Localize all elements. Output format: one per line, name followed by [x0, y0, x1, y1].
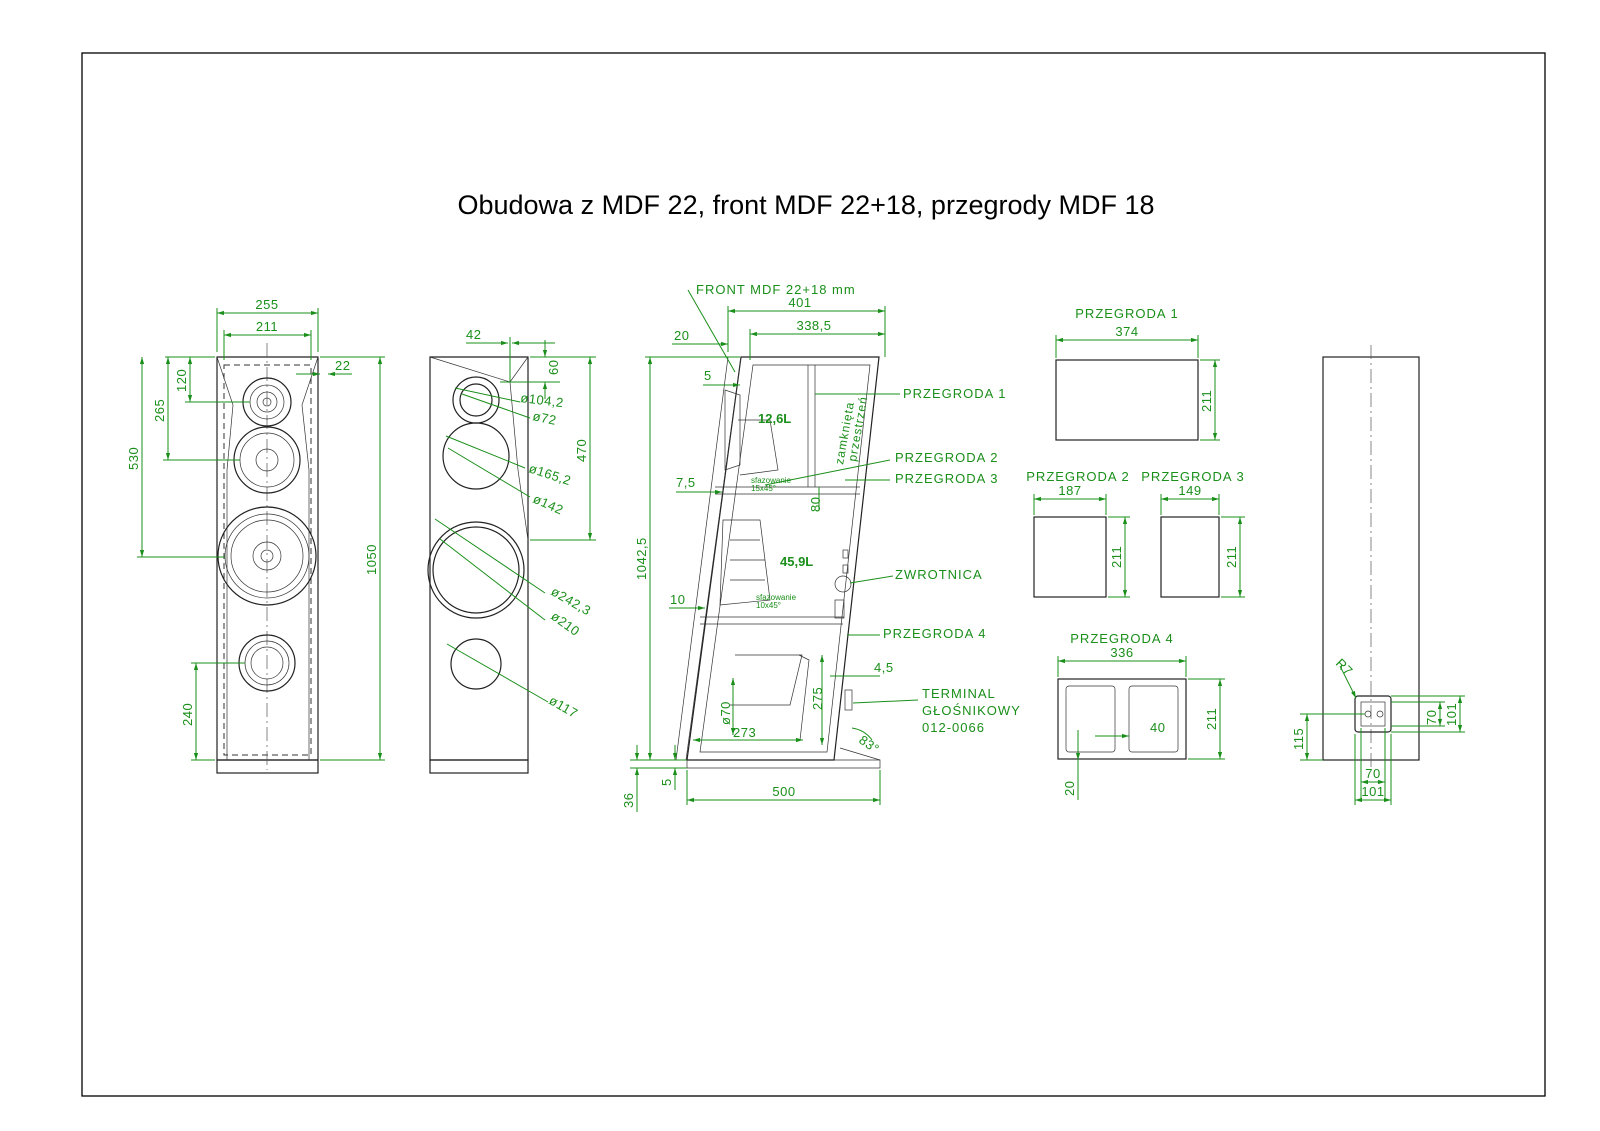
- label-przegroda-4: PRZEGRODA 4: [883, 626, 986, 641]
- dim-p2-width: 187: [1058, 483, 1081, 498]
- terminal-line1: TERMINAL: [922, 686, 996, 701]
- dim-p3-width: 149: [1178, 483, 1201, 498]
- dim-p4-height: 211: [1204, 708, 1219, 730]
- dim-side-4_5: 4,5: [874, 660, 894, 675]
- dim-p1-width: 374: [1115, 324, 1138, 339]
- front-panel-view: ø104,2 ø72 ø165,2 ø142 ø242,3 ø210 ø117 …: [427, 327, 596, 774]
- partition-4-detail: PRZEGRODA 4 336 40 20 211: [1057, 631, 1225, 800]
- dim-side-5b: 5: [659, 778, 674, 786]
- chamfer-top-2: 15x45°: [751, 484, 776, 493]
- partition-3-detail: PRZEGRODA 3 149 211: [1141, 469, 1245, 598]
- rear-view: R7 70 101 115 70 101: [1291, 345, 1465, 805]
- dim-panel-42: 42: [466, 327, 481, 342]
- dim-rear-115: 115: [1291, 728, 1306, 750]
- dim-side-36: 36: [621, 793, 636, 808]
- dim-front-1050: 1050: [364, 544, 379, 575]
- dim-panel-470: 470: [574, 439, 589, 462]
- svg-text:PRZEGRODA 2: PRZEGRODA 2: [1026, 469, 1129, 484]
- dim-rear-70-horizontal: 70: [1365, 766, 1380, 781]
- dim-p2-height: 211: [1109, 546, 1124, 568]
- dim-dia-117: ø117: [547, 693, 581, 721]
- dim-p4-width: 336: [1110, 645, 1133, 660]
- svg-text:PRZEGRODA 3: PRZEGRODA 3: [1141, 469, 1244, 484]
- partition-2-detail: PRZEGRODA 2 187 211: [1026, 469, 1130, 598]
- dim-rear-101-vertical: 101: [1444, 703, 1459, 726]
- dim-dia-165: ø165,2: [527, 461, 573, 489]
- label-zwrotnica: ZWROTNICA: [895, 567, 983, 582]
- dim-side-1042: 1042,5: [634, 537, 649, 580]
- terminal-line2: GŁOŚNIKOWY: [922, 703, 1021, 718]
- label-przegroda-2: PRZEGRODA 2: [895, 450, 998, 465]
- label-przegroda-1: PRZEGRODA 1: [903, 386, 1006, 401]
- drawing-title: Obudowa z MDF 22, front MDF 22+18, przeg…: [457, 190, 1154, 220]
- dim-side-10: 10: [670, 592, 685, 607]
- dim-side-500: 500: [772, 784, 795, 799]
- partition-1-detail: PRZEGRODA 1 374 211: [1055, 306, 1220, 441]
- volume-mid: 45,9L: [780, 554, 813, 569]
- chamfer-top-1: sfazowanie: [751, 476, 792, 485]
- dim-side-angle: 83°: [856, 732, 882, 756]
- dim-p3-height: 211: [1224, 546, 1239, 568]
- dim-side-275: 275: [810, 687, 825, 710]
- woofer: [217, 506, 317, 606]
- dim-side-273: 273: [733, 725, 756, 740]
- dim-front-width-inner: 211: [256, 319, 278, 334]
- dim-front-240: 240: [180, 703, 195, 726]
- dim-front-edge: 22: [335, 358, 350, 373]
- chamfer-mid-2: 10x45°: [756, 601, 781, 610]
- label-przegroda-3: PRZEGRODA 3: [895, 471, 998, 486]
- dim-p1-height: 211: [1199, 390, 1214, 412]
- terminal-line3: 012-0066: [922, 720, 985, 735]
- dim-dia-142: ø142: [531, 491, 566, 518]
- dim-rear-70-vertical: 70: [1424, 710, 1439, 725]
- dim-side-338: 338,5: [796, 318, 831, 333]
- chamfer-mid-1: sfazowanie: [756, 593, 797, 602]
- svg-text:PRZEGRODA 4: PRZEGRODA 4: [1070, 631, 1173, 646]
- dim-rear-101-horizontal: 101: [1361, 784, 1384, 799]
- dim-side-7_5: 7,5: [676, 475, 696, 490]
- dim-side-dia70: ø70: [718, 701, 733, 725]
- dim-p4-hole: 40: [1150, 720, 1165, 735]
- front-view: 255 211 22 120 265 530 240 1050: [126, 297, 385, 774]
- dim-front-265: 265: [152, 399, 167, 422]
- dim-front-120: 120: [174, 369, 189, 392]
- midrange-driver: [233, 426, 301, 494]
- dim-side-20: 20: [674, 328, 689, 343]
- side-section-view: 12,6L 45,9L zamknięta przestrzeń sfazowa…: [621, 282, 1021, 812]
- volume-top: 12,6L: [758, 411, 791, 426]
- front-mdf-label: FRONT MDF 22+18 mm: [696, 282, 856, 297]
- drawing-frame: [81, 52, 1546, 1097]
- dim-dia-72: ø72: [531, 408, 558, 428]
- dim-panel-60: 60: [546, 360, 561, 375]
- dim-rear-radius: R7: [1333, 656, 1356, 679]
- dim-side-401: 401: [788, 295, 811, 310]
- dim-front-width-outer: 255: [255, 297, 278, 312]
- dim-side-5a: 5: [704, 368, 712, 383]
- dim-front-530: 530: [126, 447, 141, 470]
- svg-text:PRZEGRODA 1: PRZEGRODA 1: [1075, 306, 1178, 321]
- dim-side-80: 80: [808, 497, 823, 512]
- dim-p4-bottom: 20: [1062, 781, 1077, 796]
- dim-dia-104: ø104,2: [520, 390, 565, 410]
